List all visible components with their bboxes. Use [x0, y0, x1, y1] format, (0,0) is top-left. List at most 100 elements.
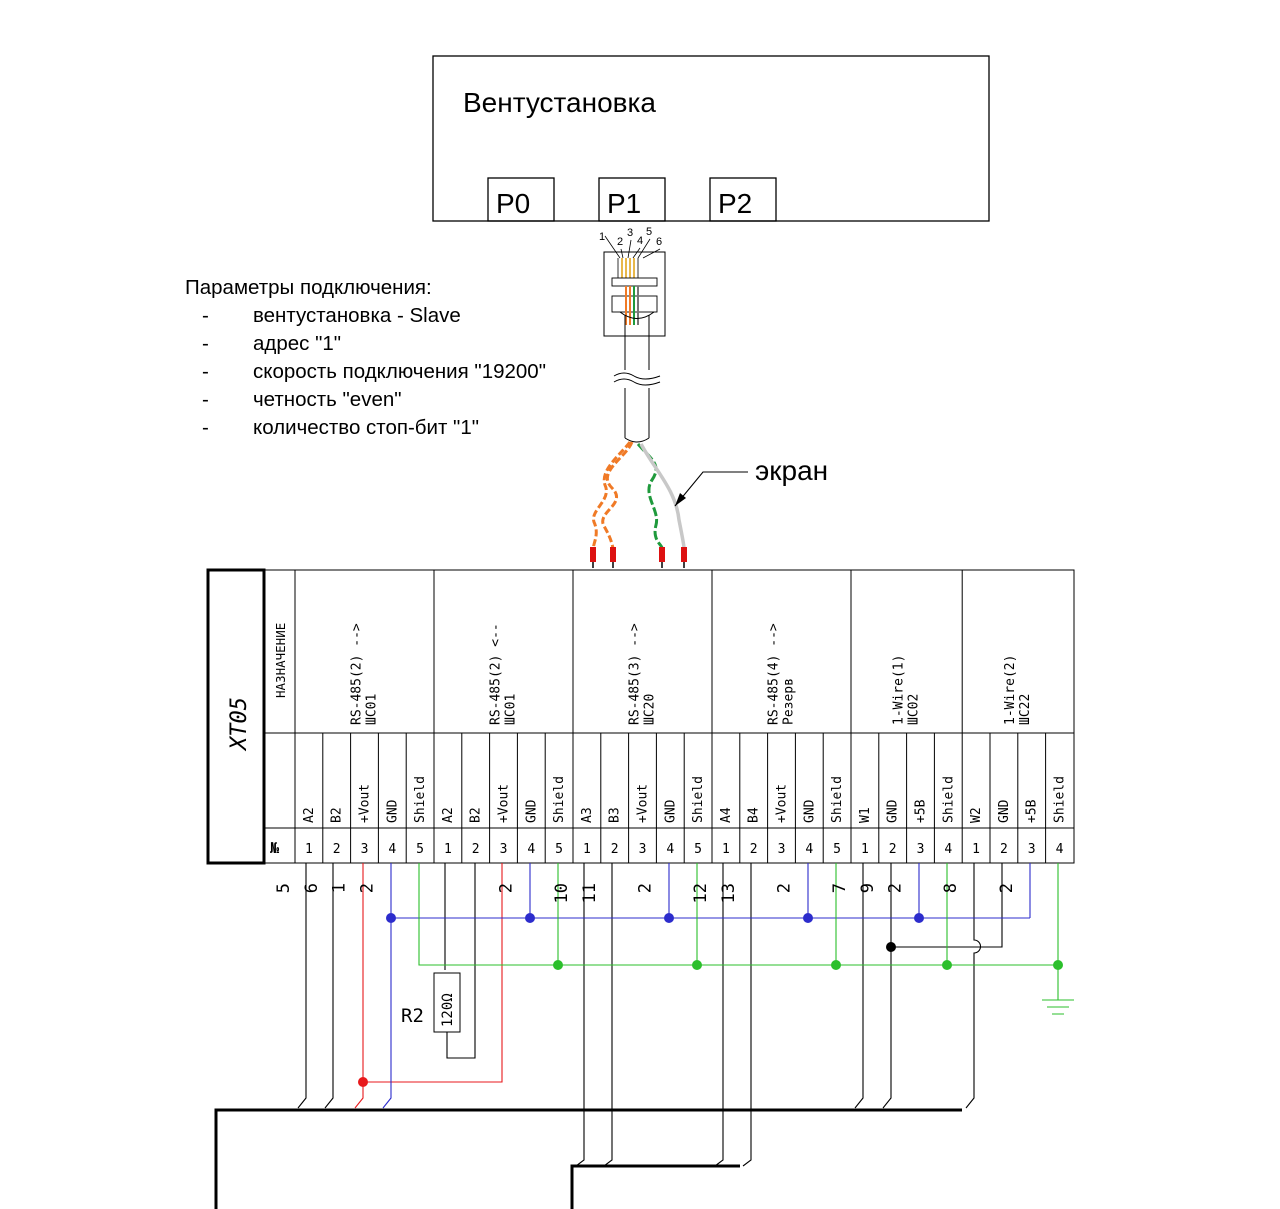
plug-pin-2: 2 [617, 236, 623, 248]
signal-label: GND [886, 799, 901, 823]
port-p1-label: P1 [607, 188, 641, 219]
wire-number: 7 [830, 883, 850, 893]
terminal-number: 4 [805, 842, 813, 857]
signal-label: GND [802, 799, 817, 823]
power-wire [354, 863, 503, 1109]
signal-label: +Vout [497, 784, 512, 823]
param-dash: - [202, 332, 209, 355]
group-subtitle: ШС01 [365, 694, 380, 725]
wire-number: 9 [858, 883, 878, 893]
connection-params: Параметры подключения: - вентустановка - … [185, 274, 546, 442]
wire-number: 10 [552, 883, 572, 903]
signal-label: GND [524, 799, 539, 823]
group-title: RS-485(2) --> [350, 623, 365, 725]
shield-callout: экран [674, 455, 828, 507]
group-subtitle: ШС20 [643, 694, 658, 725]
signal-label: Shield [413, 776, 428, 823]
param-value: адрес "1" [253, 332, 342, 355]
wire-number: 2 [886, 883, 906, 893]
port-p2-box[interactable] [709, 177, 777, 222]
terminal-number: 4 [944, 842, 952, 857]
group-subtitle: Резерв [782, 678, 797, 725]
xt05-label: XT05 [227, 697, 252, 752]
terminal-number: 2 [1000, 842, 1008, 857]
param-row: - четность "even" [185, 386, 546, 414]
group-subtitle: ШС01 [504, 694, 519, 725]
wire-number: 2 [635, 883, 655, 893]
param-value: вентустановка - Slave [253, 304, 461, 327]
wire-number: 2 [774, 883, 794, 893]
group-title: RS-485(3) --> [628, 623, 643, 725]
plug-pin-3: 3 [627, 227, 633, 239]
wire-number: 2 [997, 883, 1017, 893]
group-subtitle: ШС22 [1018, 694, 1033, 725]
param-row: -количество стоп-бит "1" [185, 414, 546, 442]
cable [590, 311, 687, 568]
terminal-number: 3 [361, 842, 369, 857]
wire-number: 8 [941, 883, 961, 893]
signal-label: Shield [830, 776, 845, 823]
terminal-number: 1 [444, 842, 452, 857]
plug-pin-1: 1 [599, 231, 605, 243]
terminal-block: XT05 НАЗНАЧЕНИЕ № RS-485(2) -->ШС01A21B2… [206, 568, 1075, 865]
terminal-number: 1 [972, 842, 980, 857]
cable-orange-a [592, 441, 632, 549]
vent-unit: Вентустановка P0 P1 P2 [432, 55, 990, 222]
terminal-number: 2 [889, 842, 897, 857]
plug-pin-4: 4 [637, 235, 643, 247]
terminal-number: 2 [611, 842, 619, 857]
port-p0-box[interactable] [487, 177, 555, 222]
param-value: четность "even" [253, 388, 402, 411]
group-title: 1-Wire(1) [892, 655, 907, 725]
signal-label: Shield [552, 776, 567, 823]
resistor-body [433, 972, 461, 1033]
signal-label: GND [385, 799, 400, 823]
earth-symbol [1042, 999, 1074, 1015]
signal-label: B2 [330, 807, 345, 823]
param-dash: - [202, 388, 209, 411]
param-row: - вентустановка - Slave [185, 302, 546, 330]
terminal-number: 4 [1056, 842, 1064, 857]
plug-pin-labels: 1 2 3 4 5 6 [599, 226, 662, 248]
rj-plug: 1 2 3 4 5 6 [599, 226, 666, 337]
bus-lines [214, 1108, 962, 1209]
signal-label: +Vout [358, 784, 373, 823]
resistor-value: 120Ω [440, 993, 456, 1027]
param-dash: - [202, 304, 209, 327]
cable-shield-wire [639, 443, 686, 549]
signal-label: B4 [747, 807, 762, 823]
signal-label: +Vout [636, 784, 651, 823]
signal-label: GND [997, 799, 1012, 823]
shield-label: экран [755, 455, 828, 486]
terminal-grid: RS-485(2) -->ШС01A21B22+Vout3GND4Shield5… [302, 570, 1068, 863]
terminal-number: 2 [333, 842, 341, 857]
signal-label: A3 [580, 807, 595, 823]
vent-unit-title: Вентустановка [463, 87, 656, 118]
wire-number: 12 [691, 883, 711, 903]
param-row: - адрес "1" [185, 330, 546, 358]
wire-number: 2 [496, 883, 516, 893]
signal-label: B2 [469, 807, 484, 823]
terminal-number: 5 [416, 842, 424, 857]
signal-label: +Vout [775, 784, 790, 823]
port-p1-box[interactable] [598, 177, 666, 222]
terminal-number: 5 [555, 842, 563, 857]
signal-label: B3 [608, 807, 623, 823]
junction-dots [358, 913, 1063, 1087]
terminal-number: 5 [833, 842, 841, 857]
signal-label: Shield [941, 776, 956, 823]
shield-bus [418, 863, 1074, 1015]
params-heading: Параметры подключения: [185, 276, 432, 299]
header-purpose: НАЗНАЧЕНИЕ [273, 623, 288, 698]
wiring: 120Ω R2 [214, 863, 1074, 1209]
plug-pin-5: 5 [646, 226, 652, 238]
terminal-number: 4 [388, 842, 396, 857]
plug-pin-6: 6 [656, 236, 662, 248]
signal-label: GND [663, 799, 678, 823]
param-value: количество стоп-бит "1" [253, 416, 480, 439]
gnd-bus [382, 863, 1031, 1109]
terminal-number: 4 [527, 842, 535, 857]
terminal-number: 3 [917, 842, 925, 857]
plug-contacts [617, 258, 639, 278]
signal-label: W2 [969, 807, 984, 823]
